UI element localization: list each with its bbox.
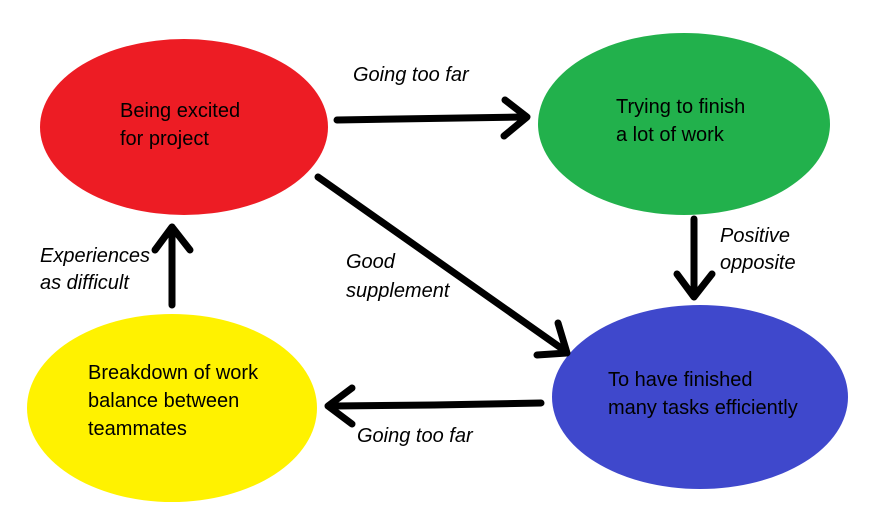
node-label-line: Being excited [120, 100, 241, 122]
node-being-excited-label: Being excited for project [120, 97, 240, 153]
edge-label-good-supplement: Good supplement [346, 248, 449, 306]
edge-label-line: Positive [720, 225, 791, 247]
edge-label-line: opposite [720, 252, 796, 274]
node-finished-many-tasks-label: To have finished many tasks efficiently [608, 366, 798, 422]
node-trying-to-finish-ellipse [538, 33, 830, 215]
arrow-excited-to-trying [333, 96, 531, 140]
node-label-line: many tasks efficiently [608, 397, 798, 419]
arrow-excited-to-finished [314, 173, 571, 359]
edge-label-line: Going too far [353, 64, 469, 86]
node-label-line: To have finished [608, 369, 753, 391]
node-breakdown-of-work-ellipse [27, 314, 317, 502]
node-being-excited-ellipse [40, 39, 328, 215]
edge-label-line: as difficult [40, 272, 129, 294]
edge-label-experiences-as-difficult: Experiences as difficult [40, 243, 150, 297]
edge-label-line: Going too far [357, 425, 473, 447]
arrow-finished-to-breakdown [324, 384, 545, 428]
node-label-line: balance between [88, 390, 240, 412]
node-label-line: teammates [88, 418, 187, 440]
node-label-line: a lot of work [616, 124, 724, 146]
edge-label-line: supplement [346, 280, 450, 302]
edge-label-going-too-far-bottom: Going too far [357, 423, 473, 450]
node-label-line: Trying to finish [616, 96, 746, 118]
node-breakdown-of-work-label: Breakdown of work balance between teamma… [88, 359, 258, 443]
node-label-line: for project [120, 128, 209, 150]
arrow-trying-to-finished [673, 215, 716, 301]
edge-label-positive-opposite: Positive opposite [720, 223, 796, 277]
node-finished-many-tasks-ellipse [552, 305, 848, 489]
arrow-breakdown-to-excited [151, 223, 194, 309]
edge-label-going-too-far-top: Going too far [353, 62, 469, 89]
node-trying-to-finish-label: Trying to finish a lot of work [616, 93, 745, 149]
edge-label-line: Good [346, 251, 395, 273]
edge-label-line: Experiences [40, 245, 151, 267]
node-label-line: Breakdown of work [88, 362, 259, 384]
